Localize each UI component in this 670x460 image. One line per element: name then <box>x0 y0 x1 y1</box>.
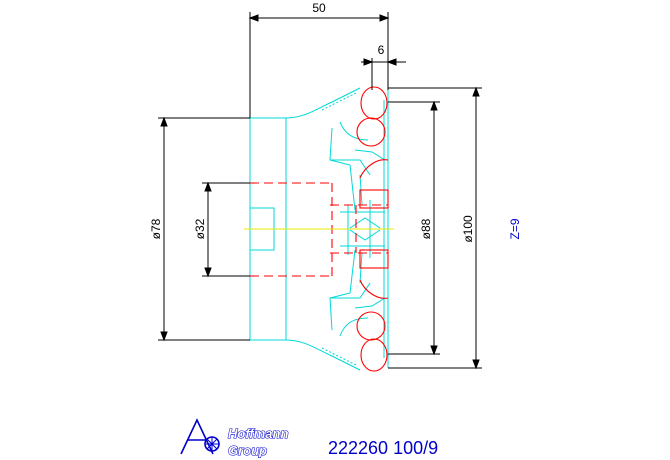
dim-bore-diameter: ø32 <box>193 218 207 239</box>
dim-overall-length: 50 <box>312 1 326 15</box>
teeth-count-label: Z=9 <box>508 218 522 239</box>
dim-pitch-diameter: ø88 <box>419 218 433 239</box>
dim-cutting-diameter: ø100 <box>461 215 475 243</box>
dimension-lines <box>158 12 482 370</box>
logo-line-1: Hoffmann <box>228 426 288 441</box>
cutter-body <box>249 87 389 371</box>
logo-emblem-icon <box>180 418 220 455</box>
part-number: 222260 100/9 <box>328 438 438 458</box>
dim-body-diameter: ø78 <box>149 218 163 239</box>
hoffmann-logo: Hoffmann Group <box>180 418 289 459</box>
logo-line-2: Group <box>228 443 267 458</box>
dim-insert-width: 6 <box>378 43 385 57</box>
